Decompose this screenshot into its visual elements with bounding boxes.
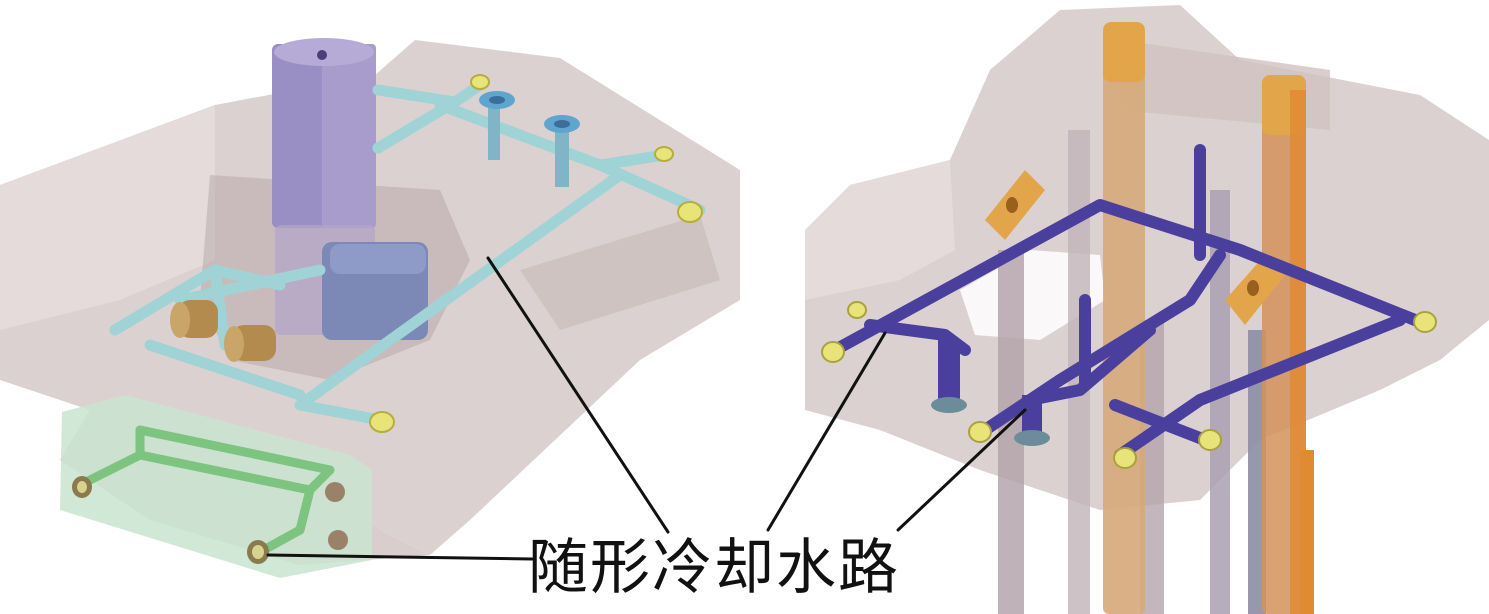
left-mold-front-face	[0, 105, 215, 330]
leader-line-right-a	[766, 331, 887, 532]
right-cooling-channels	[829, 144, 1421, 461]
left-risers	[479, 91, 580, 187]
left-blue-block-top	[330, 244, 426, 274]
leader-line-left-top	[486, 256, 670, 534]
left-green-channels	[75, 425, 335, 557]
right-fittings	[821, 301, 1437, 469]
left-mold-rib	[520, 215, 720, 330]
right-mold-body	[805, 5, 1489, 510]
left-green-plugs	[72, 476, 348, 564]
right-vertical-pins	[998, 130, 1266, 614]
right-mold-step	[805, 160, 955, 300]
right-risers	[931, 340, 1050, 446]
right-orange-inserts	[985, 170, 1285, 325]
left-cooling-channels	[109, 79, 706, 426]
right-orange-pins	[1103, 22, 1314, 614]
left-plugs	[170, 300, 276, 362]
leader-lines	[266, 256, 1027, 561]
left-core-column-side	[322, 44, 376, 228]
left-fittings	[369, 74, 703, 433]
cooling-channel-label: 随形冷却水路	[528, 533, 900, 603]
right-mold-model	[805, 5, 1489, 614]
leader-line-left-bottom	[266, 553, 534, 561]
left-core-hole	[317, 50, 327, 60]
leader-line-right-b	[896, 408, 1027, 532]
left-mold-model	[0, 38, 740, 578]
